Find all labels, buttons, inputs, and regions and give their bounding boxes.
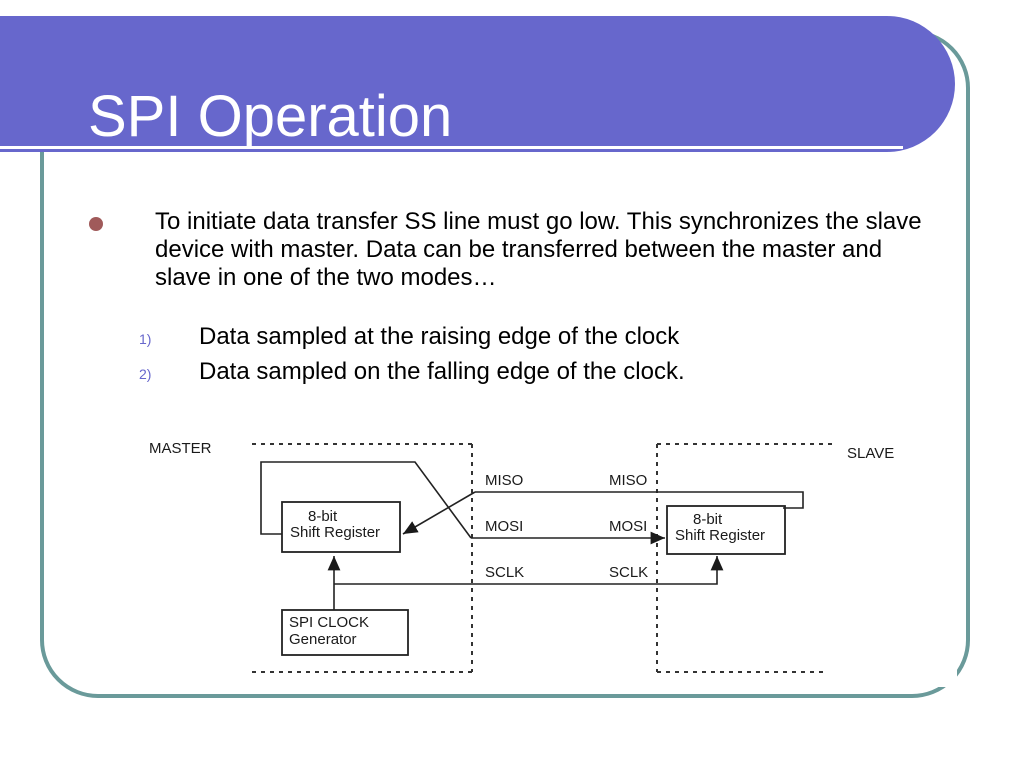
sclk-label-slave: SCLK — [609, 564, 648, 581]
mosi-label-master: MOSI — [485, 518, 523, 535]
miso-label-slave: MISO — [609, 472, 647, 489]
slave-register-line1: 8-bit — [693, 511, 723, 528]
sub-item-number: 1) — [139, 331, 152, 347]
master-loop-line — [260, 461, 472, 539]
spi-diagram: MASTER SLAVE 8-bit Shift Register 8-bit … — [137, 422, 957, 687]
title-underline — [0, 146, 903, 149]
sclk-label-master: SCLK — [485, 564, 524, 581]
spi-diagram-svg: MASTER SLAVE 8-bit Shift Register 8-bit … — [149, 440, 894, 673]
master-boundary — [252, 443, 473, 673]
mosi-label-slave: MOSI — [609, 518, 647, 535]
spi-clock-generator — [281, 609, 409, 656]
sub-item-text: Data sampled on the falling edge of the … — [199, 358, 685, 385]
master-register-line1: 8-bit — [308, 508, 338, 525]
miso-arrow — [402, 491, 476, 535]
master-label: MASTER — [149, 440, 212, 457]
slave-register-line2: Shift Register — [675, 527, 765, 544]
title-bar: SPI Operation — [0, 16, 955, 152]
master-shift-register — [281, 501, 401, 553]
slave-shift-register — [666, 505, 786, 555]
master-register-line2: Shift Register — [290, 524, 380, 541]
miso-label-master: MISO — [485, 472, 523, 489]
sub-item-text: Data sampled at the raising edge of the … — [199, 323, 680, 350]
sub-item-number: 2) — [139, 366, 152, 382]
bullet-dot-icon — [89, 217, 103, 231]
clock-generator-line2: Generator — [289, 631, 357, 648]
slave-boundary — [656, 443, 837, 673]
clock-generator-line1: SPI CLOCK — [289, 614, 369, 631]
bullet-text: To initiate data transfer SS line must g… — [155, 208, 922, 291]
sclk-line — [334, 556, 724, 585]
slide-title: SPI Operation — [88, 84, 453, 149]
miso-line — [475, 491, 804, 509]
slave-label: SLAVE — [847, 445, 894, 462]
